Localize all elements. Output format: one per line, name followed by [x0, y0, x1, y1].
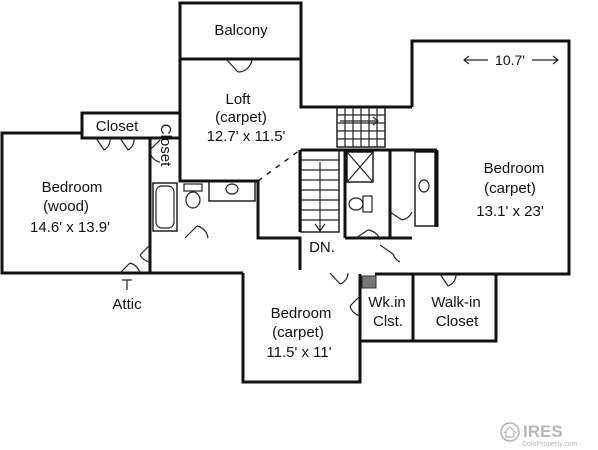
bathroom-hall [346, 151, 436, 227]
loft-railing [257, 149, 301, 182]
wkin-line1: Wk.in [368, 294, 406, 311]
stair-arrow-head [314, 223, 326, 233]
bathtub [152, 182, 178, 232]
room-labels: Balcony Loft (carpet) 12.7' x 11.5' Clos… [30, 22, 544, 361]
shower-x2 [346, 151, 374, 183]
bedroom-bottom-wall [241, 273, 362, 384]
loft-right-wall [299, 59, 412, 109]
bedroom-bottom-size: 11.5' x 11' [266, 344, 331, 361]
loft-label: Loft [225, 91, 251, 108]
door-balcony [225, 58, 253, 73]
sink-icon [418, 179, 430, 193]
door-bedroom-left [139, 244, 151, 263]
door-closet-side [149, 139, 161, 163]
stairs [300, 106, 386, 233]
dimension-arrow: 10.7' [463, 52, 559, 68]
door-walkin [439, 273, 457, 287]
toilet-tank-icon [362, 195, 373, 213]
vanity-counter-right [414, 151, 436, 227]
wkin-line2: Clst. [373, 313, 403, 330]
attic-pointer [122, 279, 132, 290]
walls [0, 1, 571, 384]
door-bedroom-right [389, 211, 413, 221]
bedroom-right-label: Bedroom [484, 160, 545, 177]
bedroom-right-wall [375, 39, 571, 276]
door-wkin [349, 295, 361, 317]
door-bedroom-right-b [379, 244, 401, 263]
door-closet-top-b [119, 137, 135, 151]
balcony-wall [178, 1, 303, 61]
closet-top-label: Closet [96, 118, 139, 135]
bedroom-left-label: Bedroom [42, 179, 103, 196]
toilet-bowl-icon [348, 197, 364, 211]
stairs-label: DN. [309, 239, 335, 256]
watermark: IRES ColoProperty.com [500, 422, 578, 448]
watermark-sub: ColoProperty.com [522, 441, 578, 448]
walkin-line1: Walk-in [431, 294, 480, 311]
attic-label: Attic [112, 296, 142, 313]
bedroom-right-floor: (carpet) [484, 180, 536, 197]
toilet-bowl-icon [185, 191, 201, 209]
vanity-counter [208, 180, 256, 202]
loft-size: 12.7' x 11.5' [207, 128, 286, 145]
duct-square [361, 275, 377, 289]
shower-box [346, 151, 374, 183]
door-bath-left [184, 225, 209, 239]
watermark-house-icon [503, 426, 517, 438]
bedroom-bottom-floor: (carpet) [272, 324, 324, 341]
door-closet-top-a [95, 137, 111, 151]
closet-side-label: Closet [157, 124, 174, 167]
loft-floor: (carpet) [215, 109, 267, 126]
bedroom-bottom-label: Bedroom [271, 305, 332, 322]
bedroom-left-size: 14.6' x 13.9' [30, 219, 110, 236]
bathroom-left [152, 180, 256, 232]
walkin-closet-wall [413, 274, 498, 343]
door-attic [119, 262, 141, 274]
bedroom-right-width-dim: 10.7' [495, 52, 525, 68]
bedroom-left-floor: (wood) [43, 198, 89, 215]
toilet-tank-icon [183, 183, 203, 192]
sink-icon [225, 183, 239, 195]
balcony-label: Balcony [214, 22, 268, 39]
doors [95, 58, 457, 317]
bathtub-inner [155, 185, 175, 229]
bedroom-left-wall [0, 131, 243, 275]
watermark-brand: IRES [523, 422, 563, 441]
door-bedroom-bottom [329, 272, 349, 285]
watermark-logo-icon [500, 422, 520, 442]
door-hall-bath [355, 229, 381, 241]
bedroom-right-size: 13.1' x 23' [476, 203, 544, 220]
walkin-line2: Closet [436, 313, 479, 330]
